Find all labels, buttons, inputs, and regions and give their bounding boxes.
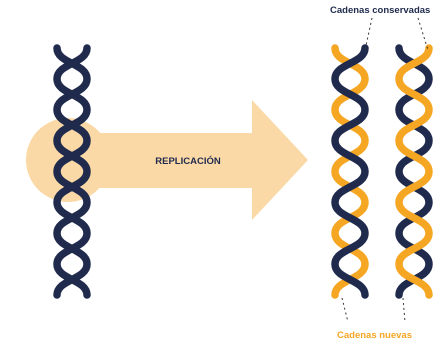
arrow-label: REPLICACIÓN: [155, 155, 221, 167]
daughter-1-strand-a: [331, 44, 369, 299]
daughter-helix-2: [395, 44, 433, 299]
parent-helix: [53, 44, 91, 299]
new-strands-label: Cadenas nuevas: [337, 330, 412, 341]
replication-arrow: [85, 100, 308, 220]
daughter-1-strand-b: [331, 44, 369, 299]
daughter-2-strand-a: [395, 44, 433, 299]
new-leader-line-1: [341, 297, 349, 323]
parent-strand-b: [53, 44, 91, 299]
new-leader-line-2: [402, 297, 406, 323]
daughter-helix-1: [331, 44, 369, 299]
conserved-leader-line-1: [364, 17, 373, 51]
conserved-leader-line-2: [417, 17, 429, 51]
daughter-2-strand-b: [395, 44, 433, 299]
conserved-strands-label: Cadenas conservadas: [330, 5, 430, 16]
parent-strand-a: [53, 44, 91, 299]
